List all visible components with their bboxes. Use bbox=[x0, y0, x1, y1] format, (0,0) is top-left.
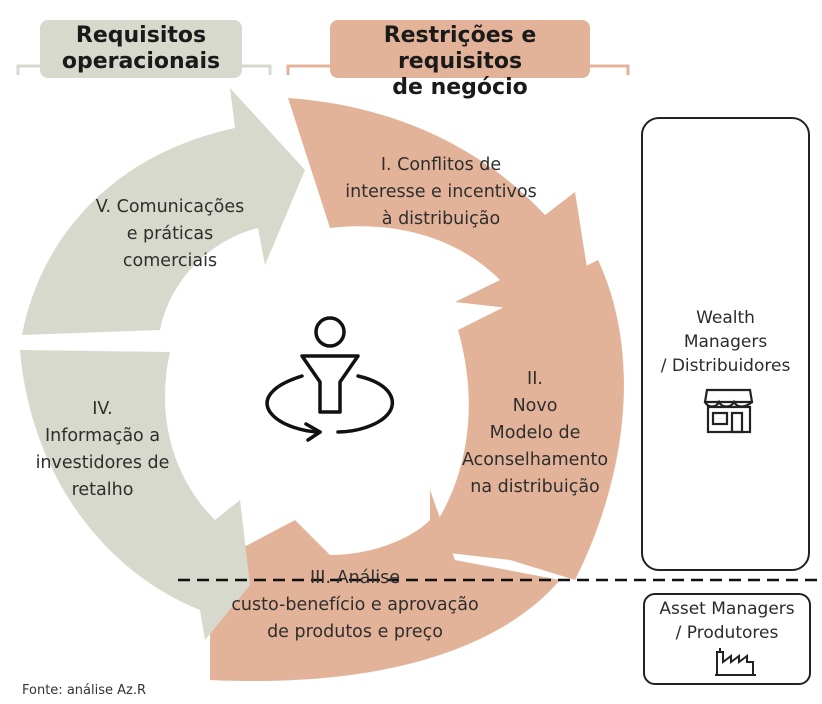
header-operational-text: Requisitos operacionais bbox=[61, 23, 221, 74]
segment-iii-label: III. Análise custo-benefício e aprovação… bbox=[231, 568, 479, 642]
header-business-requirements: Restrições e requisitos de negócio bbox=[330, 20, 590, 100]
segment-v-label: V. Comunicações e práticas comerciais bbox=[95, 197, 245, 271]
segment-iii-arrow bbox=[210, 490, 560, 682]
asset-managers-label: Asset Managers / Produtores bbox=[659, 599, 795, 643]
segment-iv-arrow bbox=[20, 350, 250, 640]
wealth-managers-box bbox=[641, 117, 810, 571]
storefront-icon bbox=[703, 388, 754, 434]
investor-cycle-icon bbox=[265, 316, 394, 442]
segment-i-arrow bbox=[288, 98, 595, 318]
wealth-managers-label: Wealth Managers / Distribuidores bbox=[660, 308, 791, 376]
segment-ii-arrow bbox=[435, 260, 624, 580]
header-business-text: Restrições e requisitos de negócio bbox=[383, 23, 537, 100]
factory-icon bbox=[715, 648, 756, 676]
header-operational-requirements: Requisitos operacionais bbox=[40, 20, 242, 78]
asset-managers-box bbox=[643, 593, 811, 685]
segment-i-label: I. Conflitos de interesse e incentivos à… bbox=[345, 155, 537, 229]
segment-iv-label: IV. Informação a investidores de retalho bbox=[35, 399, 170, 500]
segment-ii-label: II. Novo Modelo de Aconselhamento na dis… bbox=[461, 369, 609, 497]
source-note: Fonte: análise Az.R bbox=[22, 683, 146, 698]
segment-v-arrow bbox=[22, 88, 305, 335]
